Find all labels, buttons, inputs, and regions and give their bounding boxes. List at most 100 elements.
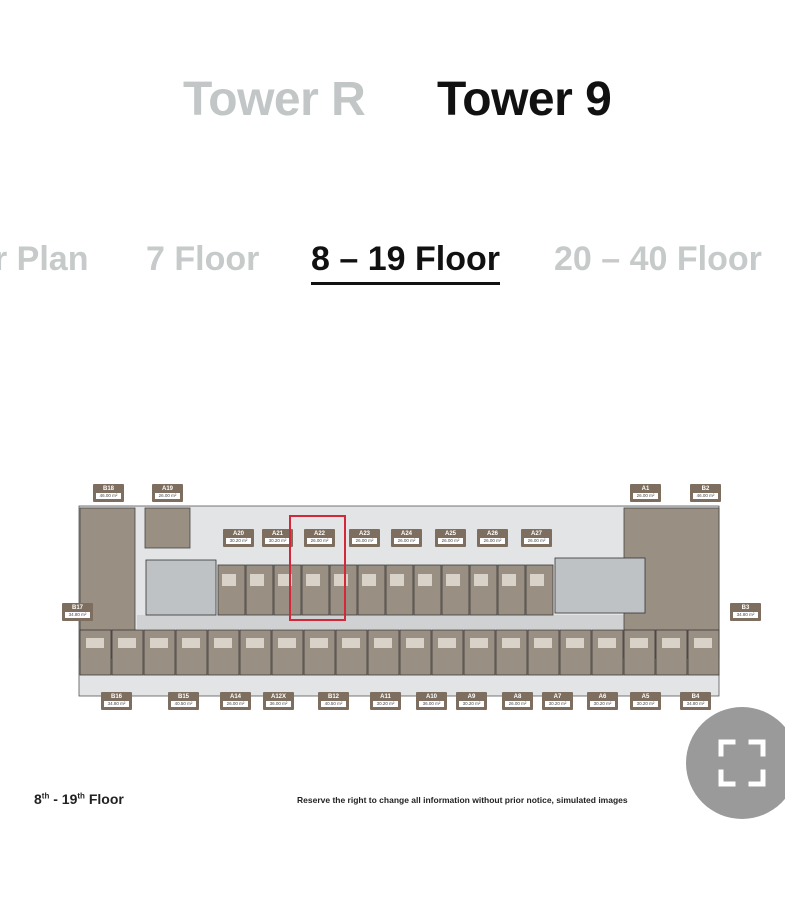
tab-8-19-floor[interactable]: 8 – 19 Floor [311, 240, 500, 285]
unit-code: A8 [513, 694, 522, 700]
room-accent-top-11 [530, 574, 544, 586]
room-accent-top-6 [390, 574, 404, 586]
unit-bottom-9 [367, 629, 400, 676]
unit-code: A12X [270, 694, 286, 700]
unit-code: A21 [271, 531, 283, 537]
lift-core-right [554, 557, 646, 614]
tab-tower-r[interactable]: Tower R [183, 73, 366, 126]
tab-7-floor[interactable]: 7 Floor [146, 240, 260, 278]
room-accent-19 [694, 638, 712, 648]
unit-bottom-14 [527, 629, 560, 676]
unit-code: A22 [313, 531, 325, 537]
unit-bottom-3 [175, 629, 208, 676]
unit-area: 36.00 m² [419, 701, 444, 707]
unit-bottom-0 [79, 629, 112, 676]
unit-area: 26.00 m² [438, 538, 463, 544]
disclaimer-text: Reserve the right to change all informat… [297, 795, 628, 805]
unit-area: 46.00 m² [96, 493, 121, 499]
unit-bottom-11 [431, 629, 464, 676]
unit-top-2 [273, 564, 302, 616]
unit-area: 26.00 m² [505, 701, 530, 707]
room-accent-top-3 [306, 574, 320, 586]
unit-area: 26.00 m² [480, 538, 505, 544]
room-accent-1 [118, 638, 136, 648]
unit-area: 34.80 m² [104, 701, 129, 707]
unit-area: 30.20 m² [590, 701, 615, 707]
unit-code: A1 [641, 486, 650, 492]
unit-code: B4 [691, 694, 700, 700]
unit-area: 26.00 m² [352, 538, 377, 544]
room-accent-top-5 [362, 574, 376, 586]
unit-area: 40.50 m² [171, 701, 196, 707]
fullscreen-button[interactable] [686, 707, 785, 819]
room-accent-8 [342, 638, 360, 648]
unit-bottom-8 [335, 629, 368, 676]
unit-code: A7 [553, 694, 562, 700]
unit-code: A9 [467, 694, 476, 700]
unit-top-8 [441, 564, 470, 616]
room-accent-10 [406, 638, 424, 648]
unit-bottom-5 [239, 629, 272, 676]
unit-area: 30.20 m² [633, 701, 658, 707]
unit-top-11 [525, 564, 554, 616]
room-accent-top-10 [502, 574, 516, 586]
room-accent-top-1 [250, 574, 264, 586]
unit-bottom-13 [495, 629, 528, 676]
unit-area: 26.00 m² [223, 701, 248, 707]
room-accent-14 [534, 638, 552, 648]
room-accent-15 [566, 638, 584, 648]
unit-code: A19 [161, 486, 173, 492]
room-accent-2 [150, 638, 168, 648]
unit-area: 36.00 m² [266, 701, 291, 707]
highlighted-unit-frame [289, 515, 346, 621]
unit-top-1 [245, 564, 274, 616]
unit-block-a19 [144, 507, 191, 549]
unit-area: 40.50 m² [321, 701, 346, 707]
unit-bottom-10 [399, 629, 432, 676]
tab-tower-9[interactable]: Tower 9 [437, 73, 612, 126]
room-accent-4 [214, 638, 232, 648]
unit-top-10 [497, 564, 526, 616]
unit-code: A5 [641, 694, 650, 700]
room-accent-13 [502, 638, 520, 648]
unit-top-7 [413, 564, 442, 616]
unit-code: B2 [701, 486, 710, 492]
unit-code: B18 [102, 486, 114, 492]
unit-bottom-2 [143, 629, 176, 676]
unit-area: 34.80 m² [683, 701, 708, 707]
floor-caption: 8th - 19th Floor [34, 791, 124, 807]
unit-area: 26.00 m² [633, 493, 658, 499]
room-accent-12 [470, 638, 488, 648]
tab-20-40-floor[interactable]: 20 – 40 Floor [554, 240, 762, 278]
fullscreen-icon [718, 739, 766, 787]
tab-floor-plan[interactable]: r Plan [0, 240, 89, 278]
